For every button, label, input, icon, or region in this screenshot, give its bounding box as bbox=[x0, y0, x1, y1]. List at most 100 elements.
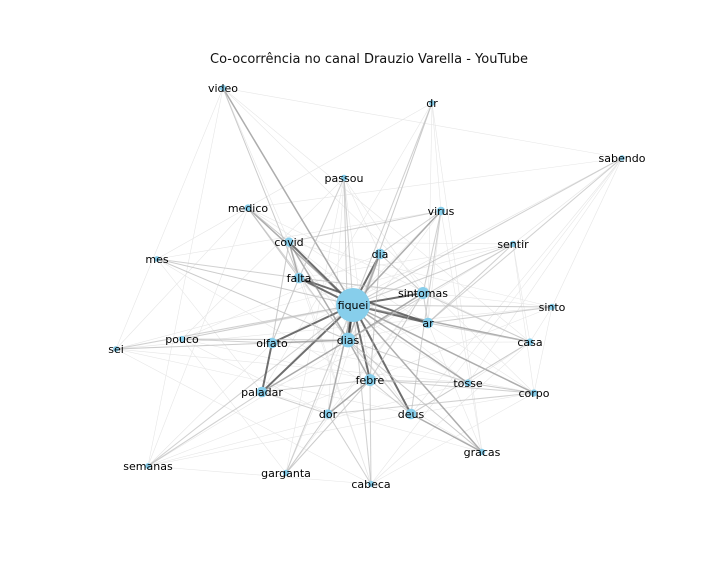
edge-gracas-dias bbox=[347, 339, 483, 453]
edge-faint-sabendo-cabeca bbox=[370, 157, 623, 485]
edge-covid-dias bbox=[288, 241, 349, 341]
node-label-passou: passou bbox=[325, 172, 364, 185]
node-tosse bbox=[464, 379, 472, 387]
node-ar bbox=[422, 317, 434, 329]
node-paladar bbox=[256, 386, 268, 398]
edge-falta-olfato bbox=[271, 277, 300, 344]
edge-fiquei-video bbox=[222, 87, 354, 306]
node-label-ar: ar bbox=[422, 317, 434, 330]
edge-fiquei-pouco bbox=[181, 304, 354, 340]
edge-fiquei-dor bbox=[327, 304, 354, 415]
edge-dias-febre bbox=[347, 339, 371, 381]
edge-faint-sabendo-medico bbox=[247, 157, 623, 209]
edge-corpo-febre bbox=[369, 379, 535, 394]
edge-faint-sabendo-olfato bbox=[271, 157, 623, 344]
edge-faint-video-sabendo bbox=[222, 87, 623, 159]
edge-casa-deus bbox=[410, 341, 531, 415]
node-mes bbox=[154, 256, 160, 262]
node-label-dr: dr bbox=[426, 97, 438, 110]
edge-faint-sinto-corpo bbox=[533, 306, 553, 394]
edge-fiquei-paladar bbox=[261, 304, 354, 393]
edge-faint-sabendo-sentir bbox=[512, 157, 623, 245]
edge-faint-falta-tosse bbox=[298, 277, 469, 384]
edge-faint-video-sei bbox=[115, 87, 224, 350]
edge-pouco-dias bbox=[181, 338, 349, 341]
edge-virus-dia bbox=[379, 210, 442, 255]
edge-faint-sentir-semanas bbox=[147, 243, 514, 467]
edge-faint-sentir-falta bbox=[298, 243, 514, 279]
chart-title: Co-ocorrência no canal Drauzio Varella -… bbox=[210, 52, 528, 67]
edge-dia-febre bbox=[369, 253, 381, 381]
edge-faint-sei-tosse bbox=[115, 348, 469, 384]
edge-paladar-febre bbox=[261, 379, 371, 393]
edge-faint-virus-ar bbox=[427, 210, 442, 324]
edge-faint-dr-paladar bbox=[261, 102, 433, 393]
node-label-sintomas: sintomas bbox=[398, 287, 448, 300]
edge-faint-virus-mes bbox=[156, 210, 442, 260]
edge-faint-medico-sei bbox=[115, 207, 249, 350]
edge-dor-cabeca bbox=[327, 413, 372, 485]
node-virus bbox=[436, 206, 446, 216]
node-dias bbox=[340, 332, 356, 348]
edge-faint-sabendo-tosse bbox=[467, 157, 623, 384]
node-sentir bbox=[509, 240, 517, 248]
node-sei bbox=[113, 346, 119, 352]
node-corpo bbox=[530, 389, 538, 397]
edge-faint-sabendo-deus bbox=[410, 157, 623, 415]
node-label-fiquei: fiquei bbox=[338, 299, 369, 312]
edge-falta-sintomas bbox=[298, 277, 424, 294]
edge-faint-sabendo-sinto bbox=[551, 157, 623, 308]
node-garganta bbox=[282, 469, 290, 477]
node-dor bbox=[323, 409, 333, 419]
edge-deus-gracas bbox=[410, 413, 483, 453]
node-medico bbox=[244, 204, 252, 212]
edge-febre-dor bbox=[327, 379, 371, 415]
node-label-sinto: sinto bbox=[539, 301, 566, 314]
edge-mes-falta bbox=[156, 258, 300, 279]
edge-faint-covid-tosse bbox=[288, 241, 469, 384]
node-fiquei bbox=[336, 288, 370, 322]
node-label-sentir: sentir bbox=[497, 238, 529, 251]
edge-faint-corpo-cabeca bbox=[370, 392, 535, 485]
node-label-pouco: pouco bbox=[165, 333, 199, 346]
edge-sinto-ar bbox=[427, 306, 553, 324]
edge-dias-deus bbox=[347, 339, 412, 415]
edge-fiquei-virus bbox=[352, 210, 442, 306]
node-label-gracas: gracas bbox=[464, 446, 501, 459]
edge-faint-dr-gracas bbox=[431, 102, 483, 453]
edge-dor-garganta bbox=[285, 413, 329, 474]
edge-faint-mes-paladar bbox=[156, 258, 263, 393]
edge-faint-video-covid bbox=[222, 87, 290, 243]
edge-faint-pouco-dor bbox=[181, 338, 329, 415]
node-label-mes: mes bbox=[145, 253, 168, 266]
edge-pouco-olfato bbox=[181, 338, 273, 344]
edge-virus-sintomas bbox=[422, 210, 442, 294]
node-label-cabeca: cabeca bbox=[351, 478, 390, 491]
node-video bbox=[219, 84, 227, 92]
edge-faint-mes-gracas bbox=[156, 258, 483, 453]
edge-semanas-paladar bbox=[147, 391, 263, 467]
edge-faint-dia-pouco bbox=[181, 253, 381, 340]
edge-virus-deus bbox=[410, 210, 442, 415]
edge-faint-covid-sentir bbox=[288, 241, 514, 245]
edge-cabeca-febre bbox=[369, 379, 372, 485]
edge-corpo-dor bbox=[327, 392, 535, 415]
node-label-dia: dia bbox=[372, 248, 389, 261]
node-label-olfato: olfato bbox=[256, 337, 288, 350]
edge-paladar-dor bbox=[261, 391, 329, 415]
edge-fiquei-mes bbox=[156, 258, 354, 306]
node-label-febre: febre bbox=[356, 374, 385, 387]
node-passou bbox=[340, 174, 348, 182]
node-label-corpo: corpo bbox=[518, 387, 549, 400]
node-label-covid: covid bbox=[274, 236, 303, 249]
edge-dia-sintomas bbox=[379, 253, 424, 294]
edge-faint-dia-dor bbox=[327, 253, 381, 415]
node-dia bbox=[374, 248, 386, 260]
edge-faint-sintomas-garganta bbox=[285, 292, 424, 474]
edge-sentir-dias bbox=[347, 243, 514, 341]
node-covid bbox=[284, 237, 294, 247]
node-sabendo bbox=[619, 155, 625, 161]
node-cabeca bbox=[367, 480, 375, 488]
edge-faint-video-casa bbox=[222, 87, 531, 343]
